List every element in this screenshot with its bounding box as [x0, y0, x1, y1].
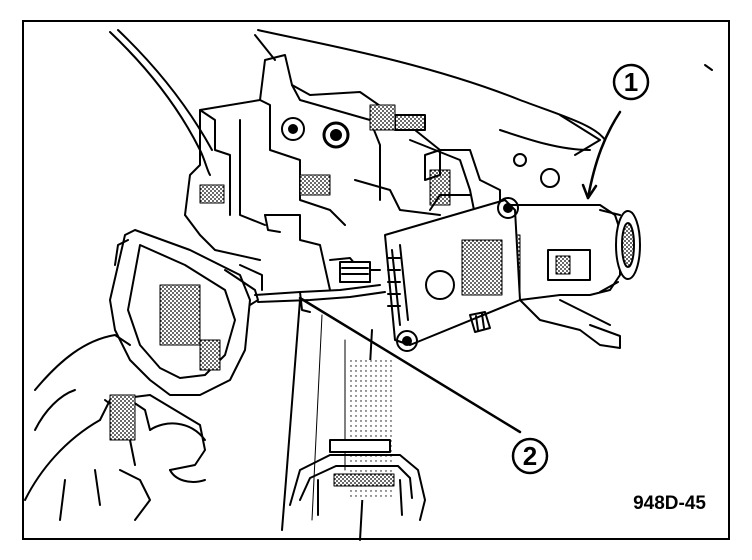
- figure-code: 948D-45: [633, 493, 706, 514]
- callout-1: [581, 63, 713, 200]
- hand: [24, 334, 206, 521]
- callout-1-label: 1: [624, 67, 638, 97]
- callout-2: [298, 296, 549, 475]
- column-bracket: [184, 54, 560, 261]
- switch-wiring: [254, 214, 386, 313]
- cable: [109, 29, 213, 176]
- column-lower-bracket: [289, 439, 426, 521]
- switch-mounting-plate: [384, 197, 521, 352]
- dash-cover: [254, 29, 606, 156]
- clockspring-assembly: [109, 229, 263, 396]
- callout-2-label: 2: [523, 441, 537, 471]
